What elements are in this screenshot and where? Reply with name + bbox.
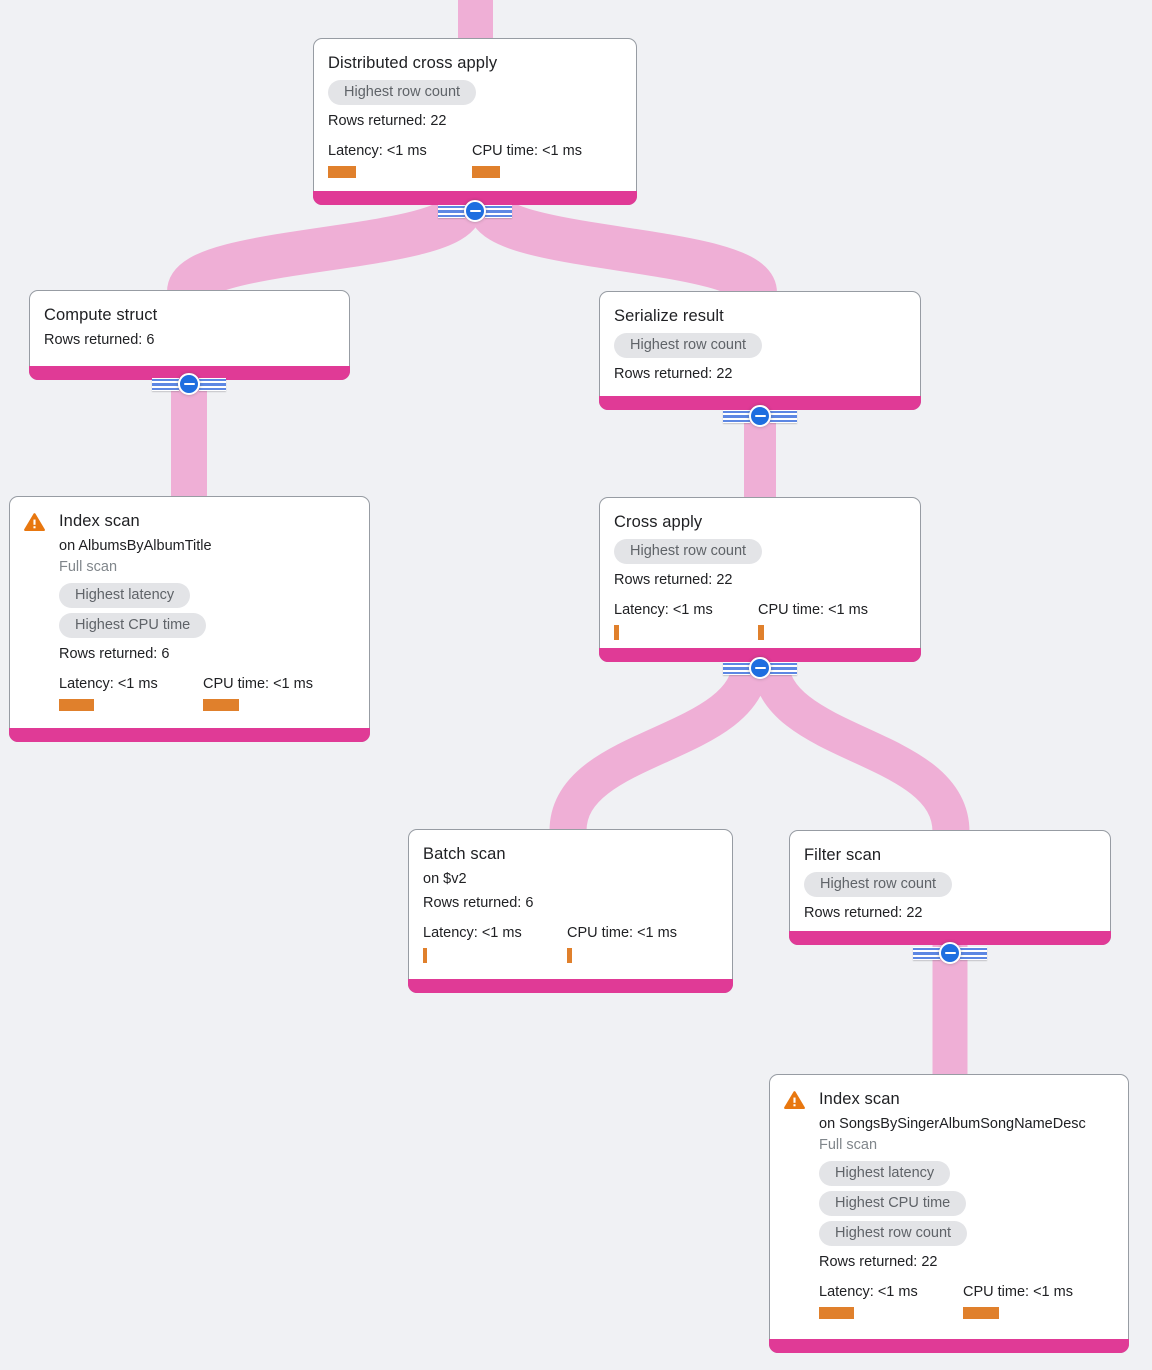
highlight-badge: Highest latency [59, 583, 191, 608]
node-title: Index scan [819, 1090, 900, 1108]
warning-triangle-icon [784, 1090, 805, 1110]
rows-returned: Rows returned: 22 [819, 1254, 938, 1270]
latency-label: Latency: <1 ms [819, 1284, 918, 1300]
rows-stripe-icon [770, 409, 797, 423]
rows-stripe-icon [152, 377, 179, 391]
collapse-toggle-filter-scan[interactable] [913, 942, 987, 964]
node-title: Filter scan [804, 846, 882, 864]
collapse-minus-icon [749, 657, 771, 679]
node-accent-bar [408, 979, 733, 993]
collapse-minus-icon [178, 373, 200, 395]
highlight-badge: Highest row count [614, 333, 763, 358]
node-accent-bar [789, 931, 1111, 945]
rows-returned: Rows returned: 22 [614, 572, 733, 588]
node-title: Compute struct [44, 306, 158, 324]
collapse-minus-icon [464, 200, 486, 222]
highlight-badge: Highest latency [819, 1161, 951, 1186]
rows-stripe-icon [199, 377, 226, 391]
node-accent-bar [9, 728, 370, 742]
highlight-badge: Highest row count [614, 539, 763, 564]
collapse-toggle-serialize-result[interactable] [723, 405, 797, 427]
latency-label: Latency: <1 ms [614, 602, 713, 618]
cpu-time-label: CPU time: <1 ms [472, 143, 582, 159]
node-title: Cross apply [614, 513, 703, 531]
highlight-badge: Highest CPU time [59, 613, 207, 638]
rows-returned: Rows returned: 22 [804, 905, 923, 921]
cpu-time-bar [472, 166, 500, 178]
collapse-toggle-compute-struct[interactable] [152, 373, 226, 395]
plan-edge-to-serialize-result [468, 197, 777, 302]
cpu-time-label: CPU time: <1 ms [758, 602, 868, 618]
rows-returned: Rows returned: 6 [59, 646, 170, 662]
rows-stripe-icon [723, 409, 750, 423]
latency-bar [328, 166, 356, 178]
rows-stripe-icon [485, 204, 512, 218]
node-title: Distributed cross apply [328, 54, 498, 72]
node-subtitle: on AlbumsByAlbumTitle [59, 538, 212, 554]
node-title: Serialize result [614, 307, 724, 325]
node-subtitle: on SongsBySingerAlbumSongNameDesc [819, 1116, 1086, 1132]
latency-bar [614, 625, 619, 640]
latency-bar [819, 1307, 854, 1319]
latency-label: Latency: <1 ms [423, 925, 522, 941]
latency-bar [423, 948, 427, 963]
collapse-toggle-distributed-cross-apply[interactable] [438, 200, 512, 222]
cpu-time-bar [567, 948, 572, 963]
node-title: Batch scan [423, 845, 506, 863]
cpu-time-bar [963, 1307, 999, 1319]
rows-stripe-icon [913, 946, 940, 960]
highlight-badge: Highest row count [328, 80, 477, 105]
rows-returned: Rows returned: 6 [44, 332, 155, 348]
plan-edge-to-compute-struct [167, 197, 483, 301]
plan-edge-to-filter-scan [751, 658, 970, 834]
node-accent-bar [769, 1339, 1129, 1353]
node-note: Full scan [819, 1137, 878, 1153]
collapse-minus-icon [749, 405, 771, 427]
highlight-badge: Highest CPU time [819, 1191, 967, 1216]
collapse-toggle-cross-apply[interactable] [723, 657, 797, 679]
warning-triangle-icon [24, 512, 45, 532]
node-subtitle: on $v2 [423, 871, 467, 887]
collapse-minus-icon [939, 942, 961, 964]
rows-stripe-icon [723, 661, 750, 675]
node-accent-bar [599, 396, 921, 410]
highlight-badge: Highest row count [804, 872, 953, 897]
node-accent-bar [599, 648, 921, 662]
cpu-time-bar [758, 625, 764, 640]
plan-node-index-scan-songs[interactable]: Index scan on SongsBySingerAlbumSongNameD… [769, 1074, 1129, 1353]
highlight-badge: Highest row count [819, 1221, 968, 1246]
cpu-time-label: CPU time: <1 ms [567, 925, 677, 941]
cpu-time-label: CPU time: <1 ms [963, 1284, 1073, 1300]
latency-bar [59, 699, 94, 711]
cpu-time-label: CPU time: <1 ms [203, 676, 313, 692]
node-accent-bar [313, 191, 637, 205]
latency-label: Latency: <1 ms [328, 143, 427, 159]
plan-edge-to-batch-scan [549, 658, 770, 833]
rows-stripe-icon [770, 661, 797, 675]
node-title: Index scan [59, 512, 140, 530]
rows-returned: Rows returned: 6 [423, 895, 534, 911]
node-note: Full scan [59, 559, 118, 575]
rows-returned: Rows returned: 22 [328, 113, 447, 129]
rows-stripe-icon [438, 204, 465, 218]
latency-label: Latency: <1 ms [59, 676, 158, 692]
rows-stripe-icon [960, 946, 987, 960]
cpu-time-bar [203, 699, 239, 711]
rows-returned: Rows returned: 22 [614, 366, 733, 382]
